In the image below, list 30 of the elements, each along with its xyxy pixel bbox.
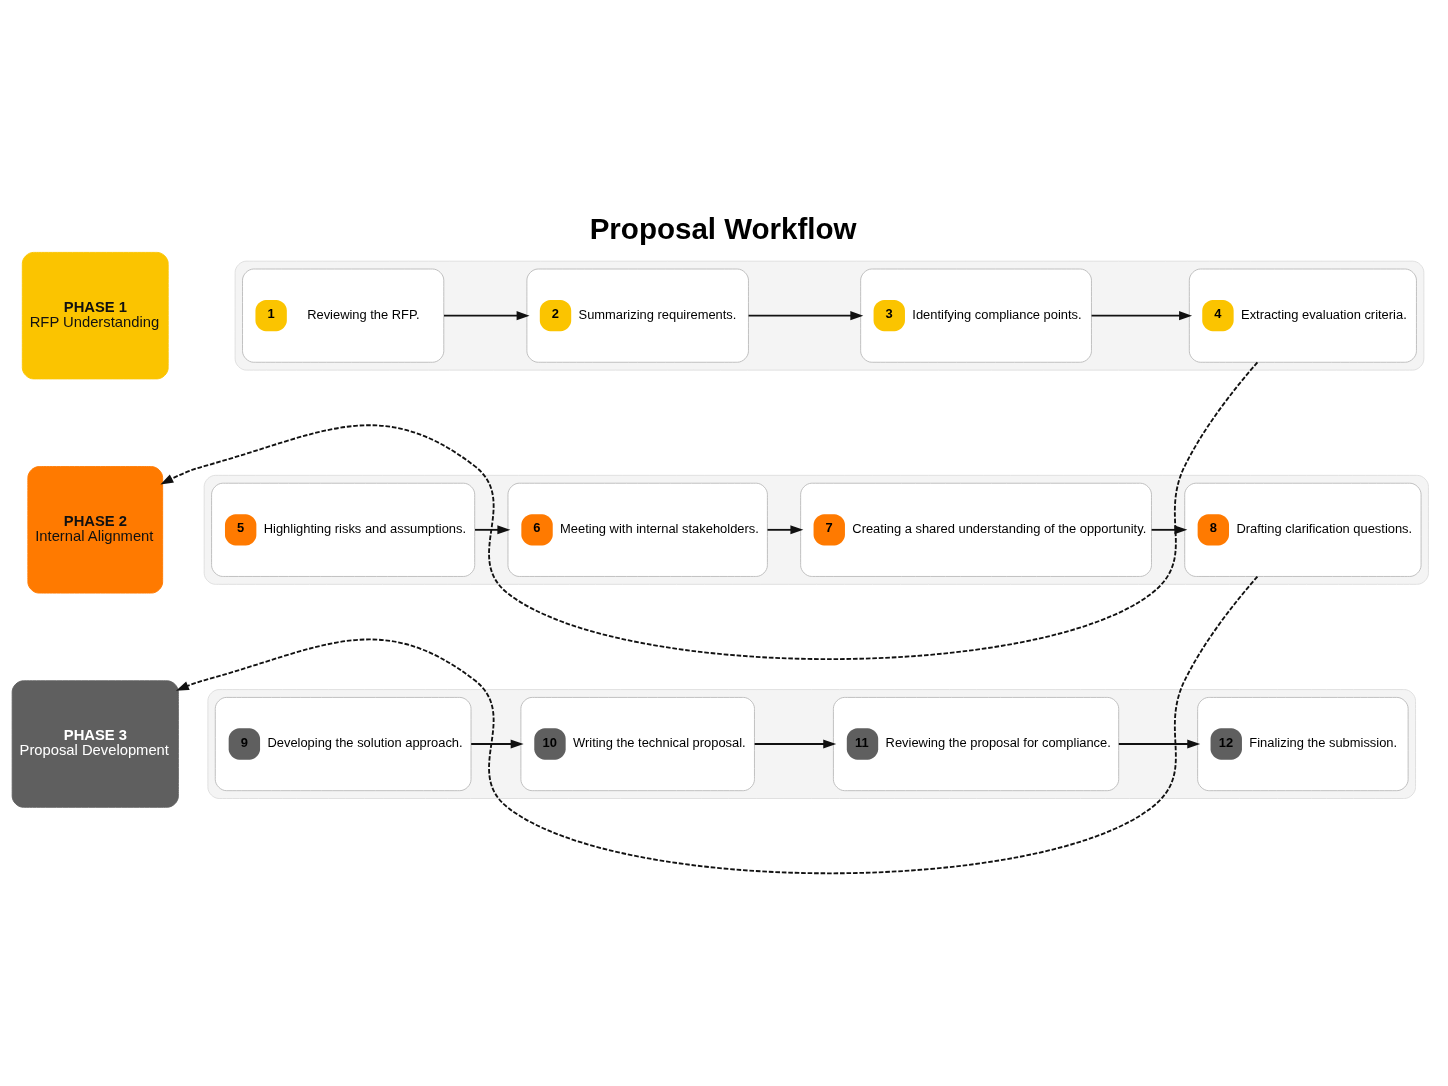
arrow: [1117, 739, 1201, 749]
node-box: 7 Creating a shared understanding of the opportunity.: [800, 482, 1152, 577]
arrow: [175, 575, 1259, 875]
arrow: [747, 311, 864, 321]
diagram-title: Proposal Workflow: [589, 212, 857, 246]
arrow: [1150, 525, 1188, 535]
node-box: 9 Developing the solution approach.: [214, 696, 472, 792]
cluster: [207, 689, 1416, 799]
node-box: 6 Meeting with internal stakeholders.: [507, 482, 768, 577]
node-box: PHASE 3 Proposal Development: [11, 680, 179, 808]
arrow: [474, 525, 511, 535]
arrow: [1090, 311, 1193, 321]
node-box: 10 Writing the technical proposal.: [520, 696, 755, 792]
node-box: 4 Extracting evaluation criteria.: [1188, 268, 1417, 363]
node-box: 5 Highlighting risks and assumptions.: [211, 482, 476, 577]
arrow: [766, 525, 804, 535]
node-box: PHASE 1 RFP Understanding: [21, 251, 169, 380]
arrow: [443, 311, 530, 321]
node-box: PHASE 2 Internal Alignment: [27, 466, 164, 594]
arrow: [470, 739, 524, 749]
node-box: 3 Identifying compliance points.: [860, 268, 1092, 363]
node-box: 12 Finalizing the submission.: [1197, 696, 1409, 792]
node-box: 8 Drafting clarification questions.: [1184, 482, 1422, 577]
node-box: 2 Summarizing requirements.: [526, 268, 749, 363]
node-box: 11 Reviewing the proposal for compliance.: [832, 696, 1120, 792]
arrow: [160, 361, 1259, 661]
arrow: [753, 739, 837, 749]
cluster: [234, 260, 1425, 371]
node-box: 1 Reviewing the RFP.: [242, 268, 445, 363]
cluster: [203, 474, 1429, 585]
